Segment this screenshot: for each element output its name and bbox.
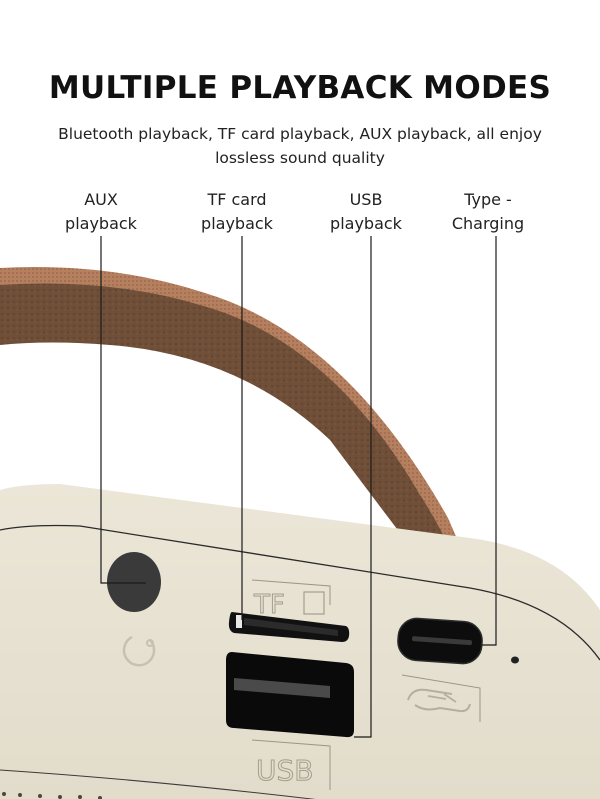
headphone-icon <box>146 639 154 647</box>
svg-text:USB: USB <box>256 754 313 787</box>
callout-lines <box>100 236 497 738</box>
microphone-hole <box>511 656 519 664</box>
callout-usb: USB playback <box>311 188 421 236</box>
callout-tf-line1: TF card <box>207 190 267 209</box>
callout-aux: AUX playback <box>46 188 156 236</box>
callout-typec-line2: Charging <box>451 214 525 233</box>
callout-tf-line2: playback <box>201 214 273 233</box>
usb-leader-line <box>354 236 372 738</box>
charging-icon <box>401 674 481 722</box>
aux-jack <box>107 552 161 667</box>
callout-aux-line2: playback <box>65 214 137 233</box>
usb-port <box>226 652 354 738</box>
callout-usb-line2: playback <box>330 214 402 233</box>
subtitle: Bluetooth playback, TF card playback, AU… <box>58 125 542 167</box>
callout-typec: Type - Charging <box>433 188 543 236</box>
callout-tf: TF card playback <box>182 188 292 236</box>
callout-typec-line1: Type - <box>464 190 512 209</box>
typec-leader-line <box>480 236 497 646</box>
speaker-body <box>0 484 600 799</box>
page-title: MULTIPLE PLAYBACK MODES <box>48 70 552 106</box>
aux-leader-line <box>100 236 146 584</box>
callout-aux-line1: AUX <box>84 190 118 209</box>
tf-card-slot <box>228 612 350 642</box>
callout-usb-line1: USB <box>349 190 383 209</box>
type-c-port <box>397 617 483 665</box>
usb-marking: USB <box>251 739 331 790</box>
